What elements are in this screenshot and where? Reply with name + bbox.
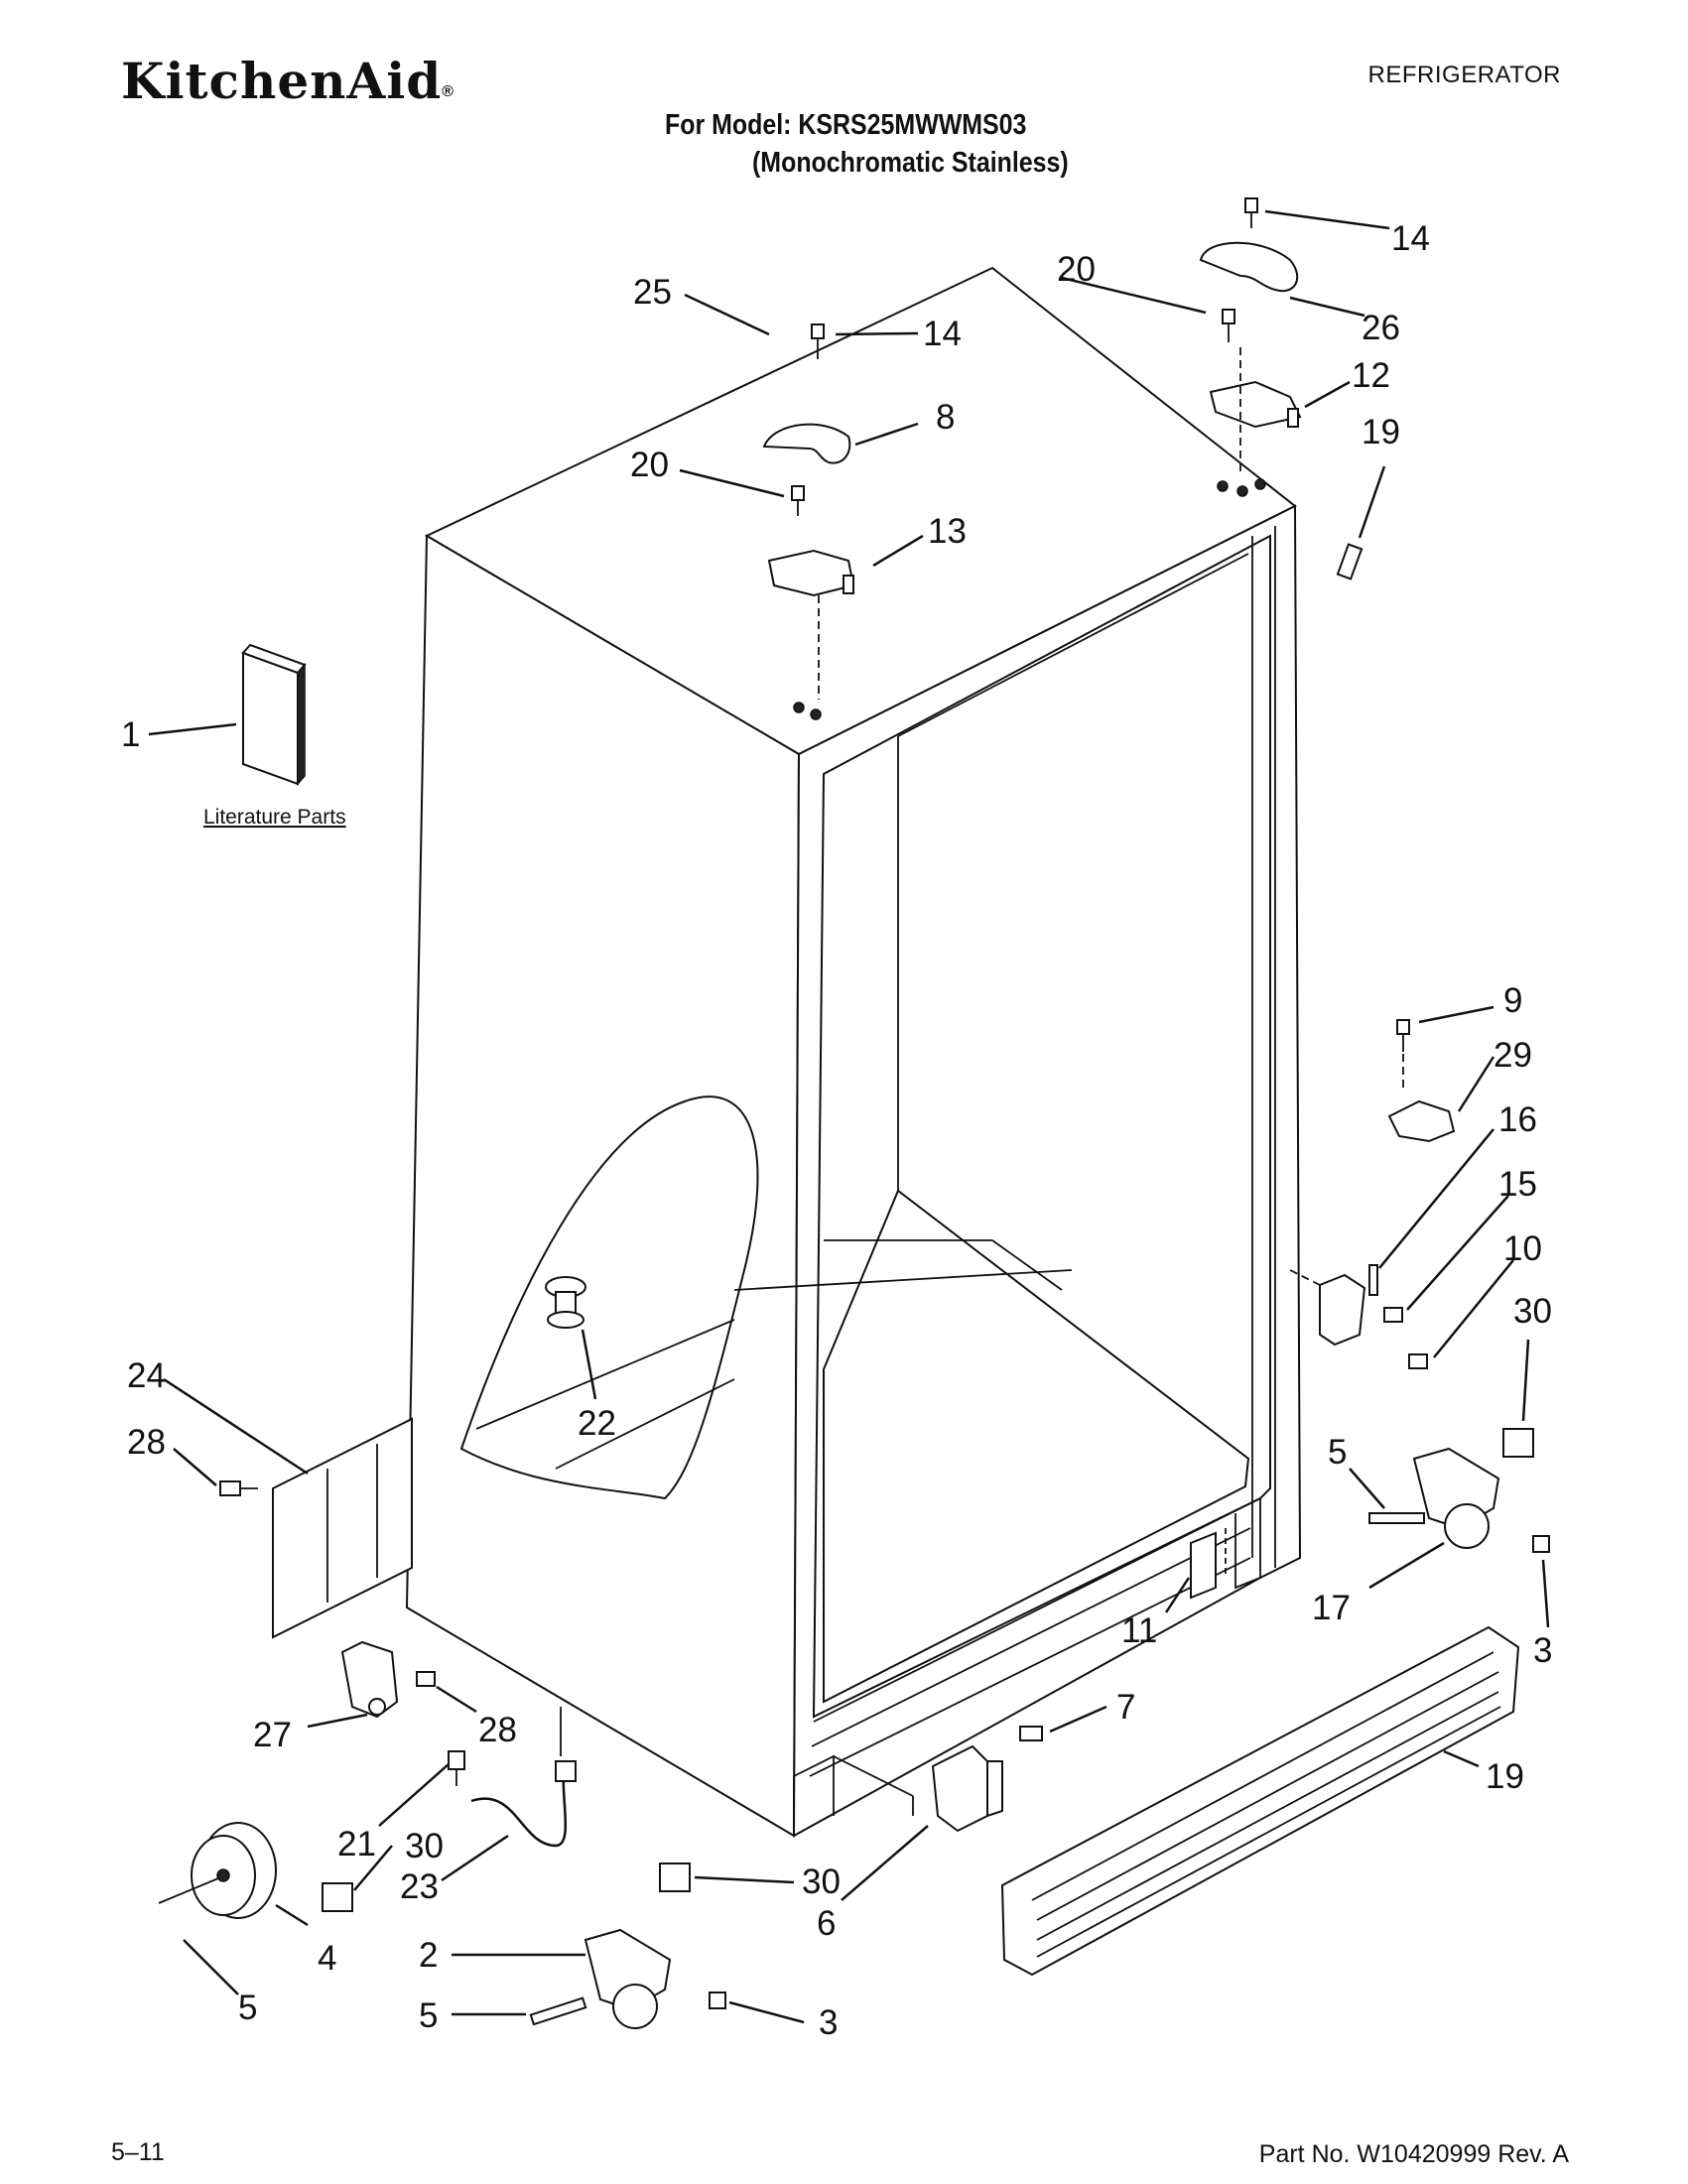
callout-5-right: 5 bbox=[1328, 1433, 1347, 1472]
callout-30-left: 30 bbox=[405, 1827, 444, 1865]
grommet-22-icon bbox=[545, 1276, 586, 1329]
callout-4: 4 bbox=[318, 1939, 336, 1978]
model-description: (Monochromatic Stainless) bbox=[752, 147, 1069, 179]
leader-lines bbox=[148, 209, 1550, 2024]
callout-28-bottom: 28 bbox=[478, 1711, 517, 1749]
caster-wheel-4-icon bbox=[158, 1822, 277, 1919]
rear-panel-24-icon bbox=[219, 1417, 413, 1639]
literature-parts-caption: Literature Parts bbox=[203, 806, 346, 829]
callout-18: 19 bbox=[1362, 413, 1400, 451]
top-hinge-right-icon bbox=[1199, 197, 1302, 497]
clip-11-icon bbox=[1190, 1528, 1227, 1600]
cabinet-cutaway bbox=[459, 1095, 1073, 1500]
callout-23: 23 bbox=[400, 1867, 439, 1906]
callout-labels: 25 20 14 26 12 19 14 8 20 13 1 9 29 16 1… bbox=[121, 219, 1552, 2042]
callout-10: 10 bbox=[1503, 1229, 1542, 1268]
screw-7-icon bbox=[1019, 1726, 1043, 1741]
callout-3-bottom: 3 bbox=[819, 2003, 838, 2042]
pad-30-right-icon bbox=[1502, 1428, 1534, 1458]
callout-19: 19 bbox=[1486, 1757, 1524, 1796]
callout-29: 29 bbox=[1493, 1036, 1532, 1075]
callout-13: 13 bbox=[928, 512, 967, 551]
literature-book-icon bbox=[241, 643, 307, 786]
callout-28-left: 28 bbox=[127, 1423, 166, 1462]
callout-22: 22 bbox=[578, 1404, 616, 1443]
roller-2-icon bbox=[529, 1928, 726, 2029]
callout-24: 24 bbox=[127, 1356, 166, 1395]
pad-30-center-icon bbox=[659, 1863, 691, 1892]
grille-19-icon bbox=[1000, 1625, 1520, 1977]
callout-6: 6 bbox=[817, 1904, 836, 1943]
callout-17: 17 bbox=[1312, 1589, 1351, 1627]
callout-7: 7 bbox=[1116, 1688, 1135, 1727]
callout-5-left: 5 bbox=[238, 1989, 257, 2027]
roller-17-icon bbox=[1368, 1447, 1550, 1553]
callout-5-bottom: 5 bbox=[419, 1996, 438, 2035]
product-category: REFRIGERATOR bbox=[1367, 62, 1561, 88]
plug-18-icon bbox=[1336, 543, 1363, 580]
callout-12: 12 bbox=[1352, 356, 1390, 395]
top-hinge-left-icon bbox=[762, 323, 855, 720]
part-number: Part No. W10420999 Rev. A bbox=[1258, 2140, 1569, 2168]
page-number: 5–11 bbox=[111, 2138, 165, 2166]
bracket-6-icon bbox=[931, 1744, 1003, 1833]
brand-name: KitchenAid bbox=[121, 52, 443, 110]
callout-30-right: 30 bbox=[1513, 1292, 1552, 1331]
callout-14-top-left: 14 bbox=[923, 315, 962, 353]
pad-30-left-icon bbox=[322, 1882, 353, 1912]
callout-20-top-right: 20 bbox=[1057, 250, 1096, 289]
callout-1: 1 bbox=[121, 715, 140, 754]
callout-16: 16 bbox=[1498, 1100, 1537, 1139]
cabinet-shell bbox=[405, 266, 1302, 1838]
callout-20-top-left: 20 bbox=[630, 446, 669, 484]
callout-27: 27 bbox=[253, 1716, 292, 1754]
tube-23-icon bbox=[448, 1707, 577, 1848]
callout-9: 9 bbox=[1503, 981, 1522, 1020]
callout-26: 26 bbox=[1362, 309, 1400, 347]
bracket-29-icon bbox=[1387, 1019, 1456, 1143]
callout-14-top-right: 14 bbox=[1391, 219, 1430, 258]
callout-11: 11 bbox=[1121, 1611, 1157, 1650]
bracket-27-icon bbox=[340, 1640, 436, 1719]
callout-30-center: 30 bbox=[802, 1863, 841, 1901]
callout-25: 25 bbox=[633, 273, 672, 312]
callout-8: 8 bbox=[936, 398, 955, 437]
bracket-16-icon bbox=[1289, 1264, 1428, 1369]
callout-3-right: 3 bbox=[1533, 1631, 1552, 1670]
brand-logo: KitchenAid® bbox=[121, 52, 454, 110]
callout-15: 15 bbox=[1498, 1165, 1537, 1204]
callout-2: 2 bbox=[419, 1936, 438, 1975]
model-number: For Model: KSRS25MWWMS03 bbox=[665, 109, 1027, 141]
registered-mark-icon: ® bbox=[442, 83, 455, 100]
callout-21: 21 bbox=[337, 1825, 376, 1863]
